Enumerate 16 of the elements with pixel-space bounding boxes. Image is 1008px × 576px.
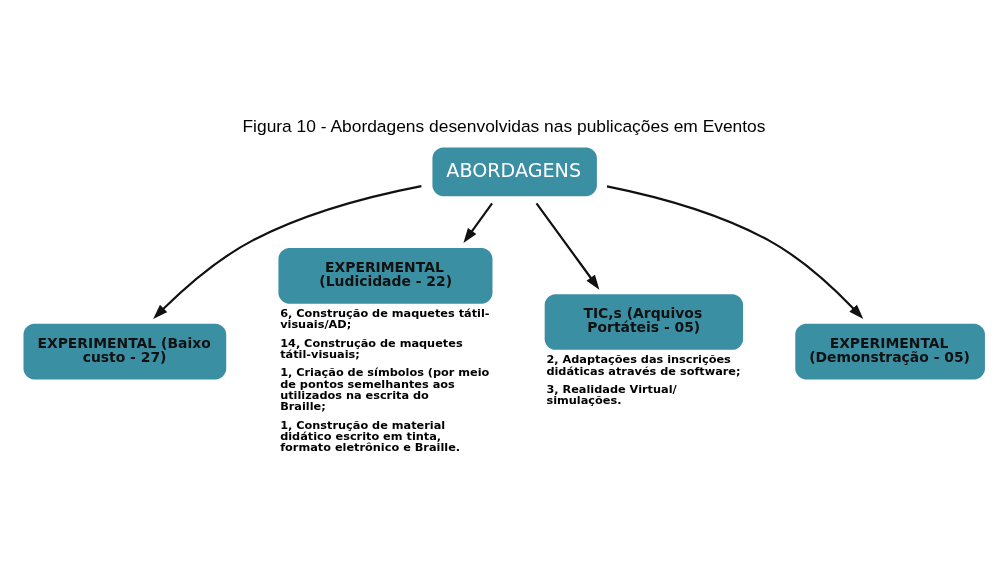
node-box: EXPERIMENTAL (Demonstração - 05) bbox=[795, 323, 985, 379]
node-box: EXPERIMENTAL (Baixo custo - 27) bbox=[23, 323, 227, 379]
node-label: 2, Adaptações das inscrições didáticas através de software; bbox=[546, 352, 741, 378]
node-box: EXPERIMENTAL (Ludicidade - 22) bbox=[278, 247, 493, 304]
node-label: 1, Criação de símbolos (por meio de pontos semelhantes aos utilizados na escrita do Braille; bbox=[280, 365, 490, 413]
node-label: 1, Construção de material didático escrito em tinta, formato eletrônico e Braille. bbox=[280, 418, 461, 454]
node-box: ABORDAGENS bbox=[432, 147, 597, 196]
node-label: 6, Construção de maquetes tátil-visuais/AD; bbox=[280, 306, 490, 331]
arrow bbox=[606, 184, 864, 319]
arrow bbox=[153, 184, 422, 319]
node-label: 14, Construção de maquetes tátil-visuais; bbox=[280, 336, 463, 361]
arrow bbox=[535, 202, 600, 290]
diagram-title: Figura 10 - Abordagens desenvolvidas nas publicações em Eventos bbox=[242, 115, 766, 136]
node-label: 3, Realidade Virtual/ simulações. bbox=[546, 382, 677, 407]
node-box: TIC,s (Arquivos Portáteis - 05) bbox=[544, 293, 744, 350]
arrow bbox=[463, 202, 493, 243]
